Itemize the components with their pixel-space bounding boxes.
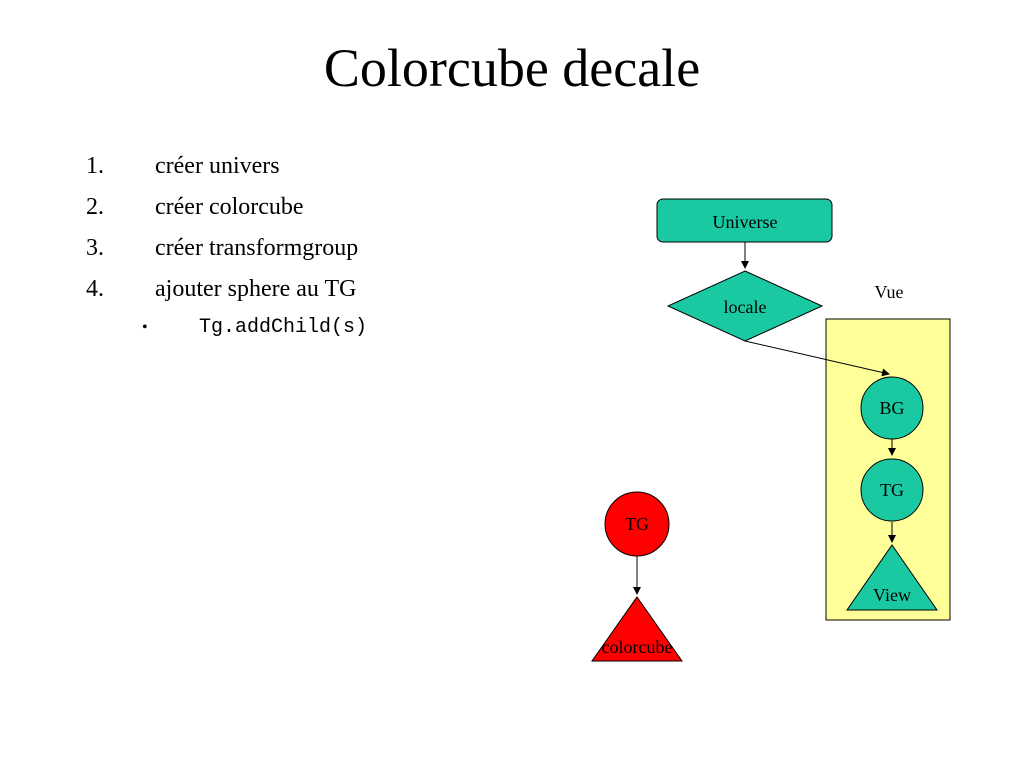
colorcube-node [591,596,683,662]
code-snippet: Tg.addChild(s) [199,316,368,339]
universe-node-label: Universe [713,212,778,232]
list-item: 2. créer colorcube [86,191,486,232]
sub-list-item: • Tg.addChild(s) [86,314,486,346]
view-node-label: View [873,585,911,605]
list-item-text: ajouter sphere au TG [155,276,357,302]
locale-node-label: locale [724,297,767,317]
bg-node-label: BG [879,398,904,418]
universe-node [656,198,833,243]
list-item-number: 2. [86,194,104,220]
list-item-text: créer transformgroup [155,235,359,261]
edge-locale-bg [744,340,890,377]
tg-view-node [860,458,924,522]
tg-view-node-label: TG [880,480,904,500]
slide-title: Colorcube decale [323,38,701,98]
locale-node [666,270,824,342]
colorcube-node-label: colorcube [602,637,673,657]
bullet-icon: • [142,319,148,336]
tg-red-node-label: TG [625,514,649,534]
view-node [846,544,938,611]
steps-list: 1. créer univers 2. créer colorcube 3. c… [86,150,486,346]
list-item: 1. créer univers [86,150,486,191]
view-panel-label: Vue [875,282,904,302]
tg-red-node [604,491,670,557]
list-item: 3. créer transformgroup [86,232,486,273]
list-item-text: créer univers [155,153,280,179]
list-item-number: 3. [86,235,104,261]
list-item-text: créer colorcube [155,194,304,220]
list-item: 4. ajouter sphere au TG [86,273,486,314]
list-item-number: 4. [86,276,104,302]
bg-node [860,376,924,440]
list-item-number: 1. [86,153,104,179]
